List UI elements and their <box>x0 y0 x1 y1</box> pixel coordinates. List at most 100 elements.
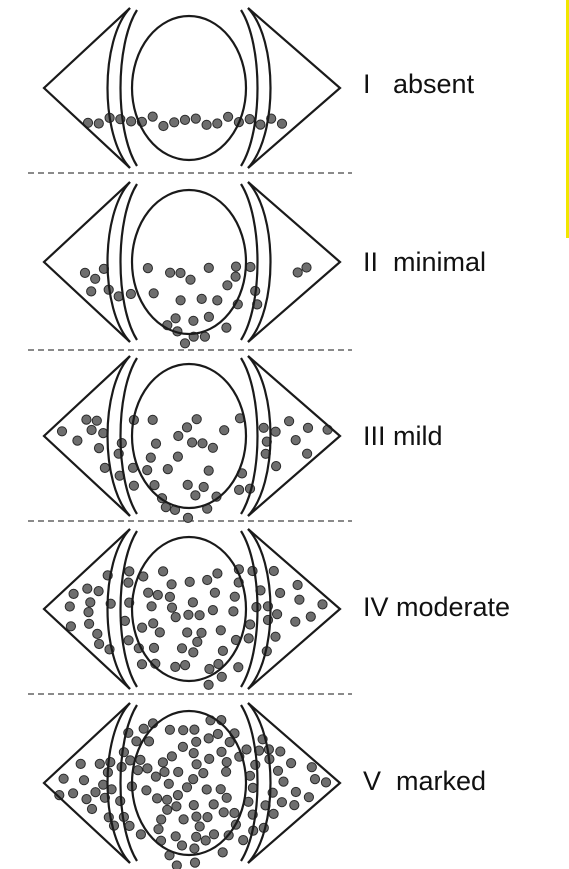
flare-particle <box>125 821 134 830</box>
grade-2-label: II minimal <box>363 249 486 276</box>
flare-particle <box>167 603 176 612</box>
flare-particle <box>165 592 174 601</box>
flare-particle <box>138 623 147 632</box>
flare-particle <box>177 644 186 653</box>
flare-particle <box>139 724 148 733</box>
flare-particle <box>87 804 96 813</box>
flare-particle <box>136 755 145 764</box>
flare-particle <box>306 612 315 621</box>
flare-particle <box>199 482 208 491</box>
flare-particle <box>73 436 82 445</box>
flare-particle <box>190 858 199 867</box>
flare-particle <box>302 263 311 272</box>
flare-particle <box>172 861 181 869</box>
grade-5-eye <box>44 703 340 869</box>
left-cornea-inner <box>121 531 138 687</box>
grade-3-eye <box>44 356 340 523</box>
flare-particle <box>65 602 74 611</box>
flare-particle <box>287 759 296 768</box>
central-oval <box>132 190 246 334</box>
flare-particle <box>173 791 182 800</box>
flare-particle <box>276 747 285 756</box>
flare-particle <box>191 114 200 123</box>
flare-particle <box>213 296 222 305</box>
flare-particle <box>180 339 189 348</box>
flare-particle <box>209 800 218 809</box>
flare-particle <box>195 822 204 831</box>
flare-particle <box>272 462 281 471</box>
flare-particle <box>204 312 213 321</box>
flare-particle <box>176 268 185 277</box>
flare-particle <box>291 787 300 796</box>
flare-particle <box>201 836 210 845</box>
flare-particle <box>177 841 186 850</box>
right-cornea-inner <box>241 10 258 166</box>
flare-particle <box>279 777 288 786</box>
flare-particle <box>192 832 201 841</box>
flare-particle <box>222 767 231 776</box>
flare-particle <box>242 745 251 754</box>
flare-particle <box>218 646 227 655</box>
flare-particle <box>190 725 199 734</box>
flare-particle <box>165 725 174 734</box>
flare-particle <box>166 268 175 277</box>
flare-particle <box>192 760 201 769</box>
flare-particle <box>197 628 206 637</box>
grade-4-label: IV moderate <box>363 594 510 621</box>
flare-particle <box>230 592 239 601</box>
flare-particle <box>83 584 92 593</box>
flare-particle <box>174 431 183 440</box>
flare-particle <box>153 794 162 803</box>
flare-particle <box>170 118 179 127</box>
grade-3-label: III mild <box>363 423 443 450</box>
flare-particle <box>246 620 255 629</box>
flare-particle <box>125 567 134 576</box>
flare-particle <box>189 801 198 810</box>
flare-particle <box>304 793 313 802</box>
flare-particle <box>259 423 268 432</box>
flare-particle <box>218 848 227 857</box>
flare-particle <box>154 825 163 834</box>
flare-particle <box>94 119 103 128</box>
flare-particle <box>197 294 206 303</box>
flare-particle <box>85 619 94 628</box>
flare-particle <box>222 323 231 332</box>
flare-particle <box>269 809 278 818</box>
flare-particle <box>203 575 212 584</box>
flare-particle <box>310 775 319 784</box>
flare-particle <box>94 587 103 596</box>
flare-particle <box>159 567 168 576</box>
flare-particle <box>133 766 142 775</box>
flare-particle <box>199 769 208 778</box>
flare-particle <box>235 485 244 494</box>
flare-particle <box>307 763 316 772</box>
flare-particle <box>204 466 213 475</box>
flare-particle <box>95 639 104 648</box>
flare-particle <box>290 801 299 810</box>
flare-particle <box>277 119 286 128</box>
flare-particle <box>185 577 194 586</box>
flare-particle <box>223 281 232 290</box>
flare-particle <box>271 632 280 641</box>
flare-particle <box>79 776 88 785</box>
flare-particle <box>136 830 145 839</box>
flare-particle <box>202 785 211 794</box>
flare-particle <box>59 774 68 783</box>
flare-particle <box>321 778 330 787</box>
flare-particle <box>84 608 93 617</box>
flare-particle <box>208 606 217 615</box>
flare-particle <box>192 737 201 746</box>
flare-particle <box>193 637 202 646</box>
flare-particle <box>182 423 191 432</box>
flare-particle <box>164 779 173 788</box>
flare-particle <box>151 772 160 781</box>
flare-particle <box>217 747 226 756</box>
flare-particle <box>213 729 222 738</box>
flare-particle <box>231 272 240 281</box>
flare-particle <box>147 602 156 611</box>
flare-particle <box>190 844 199 853</box>
flare-particle <box>202 120 211 129</box>
left-cornea-inner <box>121 10 138 166</box>
flare-particle <box>205 754 214 763</box>
central-oval <box>132 16 246 160</box>
